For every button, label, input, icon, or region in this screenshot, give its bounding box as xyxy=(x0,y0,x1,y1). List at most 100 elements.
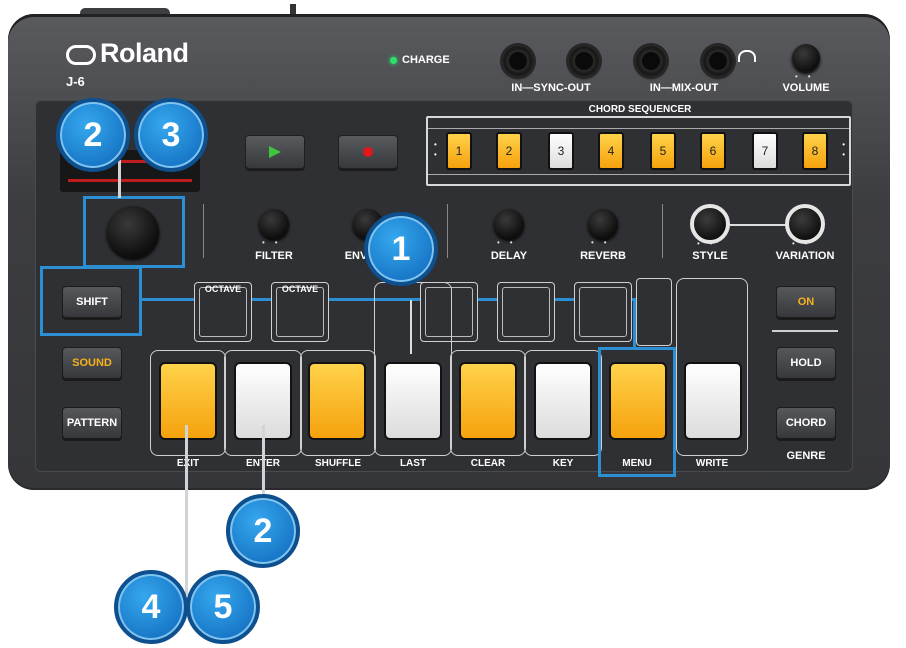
delay-knob[interactable] xyxy=(494,209,524,239)
style-dots: •• xyxy=(697,239,723,248)
reverb-knob[interactable] xyxy=(588,209,618,239)
volume-dots: •• xyxy=(795,72,821,81)
callout-line-exit xyxy=(185,425,188,595)
right-divider xyxy=(772,330,838,332)
black-key-2[interactable] xyxy=(271,282,329,342)
record-icon xyxy=(363,147,373,157)
seq-step-3[interactable]: 3 xyxy=(548,132,574,170)
octave-label-1: OCTAVE xyxy=(204,284,242,294)
callout-badge-2-top: 2 xyxy=(56,98,130,172)
black-key-3[interactable] xyxy=(420,282,478,342)
callout-badge-2-bottom: 2 xyxy=(226,494,300,568)
menu-highlight xyxy=(598,347,676,477)
black-key-1[interactable] xyxy=(194,282,252,342)
separator-1 xyxy=(203,204,204,258)
key-last[interactable] xyxy=(384,362,442,440)
black-key-5[interactable] xyxy=(574,282,632,342)
select-knob[interactable] xyxy=(107,206,159,258)
black-key-6-frame xyxy=(636,278,672,346)
callout-badge-3: 3 xyxy=(134,98,208,172)
variation-knob[interactable] xyxy=(785,204,825,244)
seq-step-4[interactable]: 4 xyxy=(598,132,624,170)
sync-out-jack[interactable] xyxy=(569,46,599,76)
sync-label: IN—SYNC-OUT xyxy=(511,82,591,94)
key-label-key: KEY xyxy=(552,458,574,469)
key-shuffle[interactable] xyxy=(308,362,366,440)
key-frame-key xyxy=(524,350,602,456)
shift-menu-link-v xyxy=(633,298,636,348)
hold-button[interactable]: HOLD xyxy=(776,347,836,379)
mix-out-jack[interactable] xyxy=(703,46,733,76)
delay-dots: •• xyxy=(497,238,523,247)
volume-label: VOLUME xyxy=(782,82,830,94)
variation-label: VARIATION xyxy=(775,250,835,262)
seq-step-8[interactable]: 8 xyxy=(802,132,828,170)
seq-step-1[interactable]: 1 xyxy=(446,132,472,170)
key-clear[interactable] xyxy=(459,362,517,440)
callout-line-enter xyxy=(262,425,265,505)
octave-label-2: OCTAVE xyxy=(281,284,319,294)
play-icon xyxy=(269,146,281,158)
key-frame-write xyxy=(676,278,748,456)
key-frame-clear xyxy=(450,350,526,456)
black-key-4[interactable] xyxy=(497,282,555,342)
key-frame-shuffle xyxy=(300,350,376,456)
separator-3 xyxy=(662,204,663,258)
key-label-last: LAST xyxy=(399,458,427,469)
mix-label: IN—MIX-OUT xyxy=(649,82,719,94)
black-key-4-inner xyxy=(502,287,550,337)
seq-end-dots: •• xyxy=(842,140,845,159)
key-label-write: WRITE xyxy=(695,458,729,469)
key-menu[interactable] xyxy=(609,362,667,440)
style-variation-link xyxy=(726,224,788,226)
key-frame-left-bracket xyxy=(410,300,418,354)
seq-step-5[interactable]: 5 xyxy=(650,132,676,170)
shift-highlight xyxy=(40,266,142,336)
on-button[interactable]: ON xyxy=(776,286,836,318)
filter-knob[interactable] xyxy=(259,209,289,239)
brand-logo: Roland xyxy=(66,38,189,69)
top-strip xyxy=(80,8,170,18)
sync-in-jack[interactable] xyxy=(503,46,533,76)
delay-label: DELAY xyxy=(490,250,528,262)
callout-line-knob xyxy=(118,160,121,198)
sequencer-title: CHORD SEQUENCER xyxy=(588,104,692,115)
mix-in-jack[interactable] xyxy=(636,46,666,76)
top-connector xyxy=(290,4,296,16)
key-label-clear: CLEAR xyxy=(470,458,506,469)
callout-badge-5: 5 xyxy=(186,570,260,644)
black-key-1-inner xyxy=(199,287,247,337)
pattern-button[interactable]: PATTERN xyxy=(62,407,122,439)
style-knob[interactable] xyxy=(690,204,730,244)
charge-led xyxy=(390,57,397,64)
key-key[interactable] xyxy=(534,362,592,440)
callout-badge-1: 1 xyxy=(364,212,438,286)
shift-button[interactable]: SHIFT xyxy=(62,286,122,318)
chord-button[interactable]: CHORD xyxy=(776,407,836,439)
key-frame-exit xyxy=(150,350,226,456)
record-button[interactable] xyxy=(338,135,398,169)
play-button[interactable] xyxy=(245,135,305,169)
seq-step-2[interactable]: 2 xyxy=(496,132,522,170)
seq-step-7[interactable]: 7 xyxy=(752,132,778,170)
filter-label: FILTER xyxy=(255,250,293,262)
headphones-icon xyxy=(738,50,756,62)
seq-line-top xyxy=(428,128,849,129)
env-label: ENV xyxy=(344,250,368,262)
variation-dots: •• xyxy=(792,239,818,248)
model-name: J-6 xyxy=(66,74,85,89)
black-key-2-inner xyxy=(276,287,324,337)
volume-knob[interactable] xyxy=(792,44,820,72)
shift-menu-link-h xyxy=(142,298,636,301)
chord-sequencer: •• •• 1 2 3 4 5 6 7 8 xyxy=(426,116,851,186)
key-label-menu: MENU xyxy=(622,458,652,469)
sound-button[interactable]: SOUND xyxy=(62,347,122,379)
key-exit[interactable] xyxy=(159,362,217,440)
seq-line-bottom xyxy=(428,174,849,175)
key-write[interactable] xyxy=(684,362,742,440)
key-label-exit: EXIT xyxy=(150,458,226,469)
seq-step-6[interactable]: 6 xyxy=(700,132,726,170)
genre-label: GENRE xyxy=(786,450,826,462)
filter-dots: •• xyxy=(262,238,288,247)
charge-label: CHARGE xyxy=(402,54,450,66)
